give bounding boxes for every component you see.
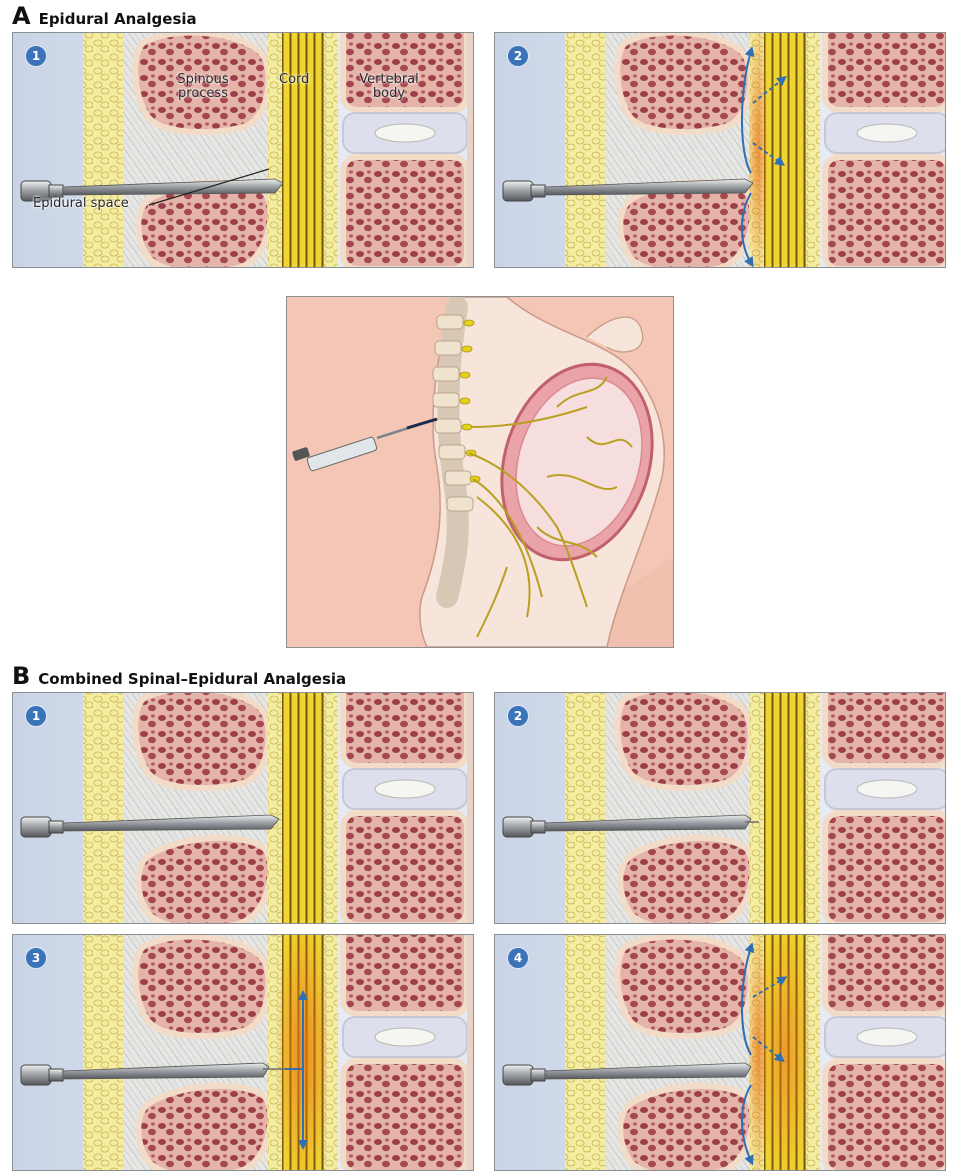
- section-a-letter: A: [12, 4, 31, 28]
- spine-illustration: [495, 693, 946, 923]
- label-spinous-process: Spinous process: [165, 73, 241, 100]
- panel-b4: 4: [494, 934, 946, 1171]
- section-b-title: Combined Spinal–Epidural Analgesia: [38, 670, 346, 688]
- spine-illustration: [13, 935, 473, 1170]
- label-cord: Cord: [279, 73, 309, 87]
- spine-illustration: [495, 935, 946, 1170]
- step-badge-b3: 3: [25, 947, 47, 969]
- spine-illustration: [13, 33, 473, 267]
- step-badge-a1: 1: [25, 45, 47, 67]
- panel-a2: 2: [494, 32, 946, 268]
- step-badge-b2: 2: [507, 705, 529, 727]
- panel-b2: 2: [494, 692, 946, 924]
- label-vertebral-body: Vertebral body: [351, 73, 427, 100]
- step-badge-b4: 4: [507, 947, 529, 969]
- panel-b3: 3: [12, 934, 474, 1171]
- section-a-title: Epidural Analgesia: [39, 10, 197, 28]
- label-epidural-space: Epidural space: [33, 197, 129, 211]
- spine-illustration: [13, 693, 473, 923]
- step-badge-a2: 2: [507, 45, 529, 67]
- panel-b1: 1: [12, 692, 474, 924]
- patient-illustration-panel: [286, 296, 674, 648]
- section-b-header: B Combined Spinal–Epidural Analgesia: [12, 664, 346, 688]
- panel-a1: 1 Spinous process Cord Vertebral body Ep…: [12, 32, 474, 268]
- spine-illustration: [495, 33, 946, 267]
- section-b-letter: B: [12, 664, 30, 688]
- patient-illustration: [287, 297, 673, 647]
- section-a-header: A Epidural Analgesia: [12, 4, 197, 28]
- step-badge-b1: 1: [25, 705, 47, 727]
